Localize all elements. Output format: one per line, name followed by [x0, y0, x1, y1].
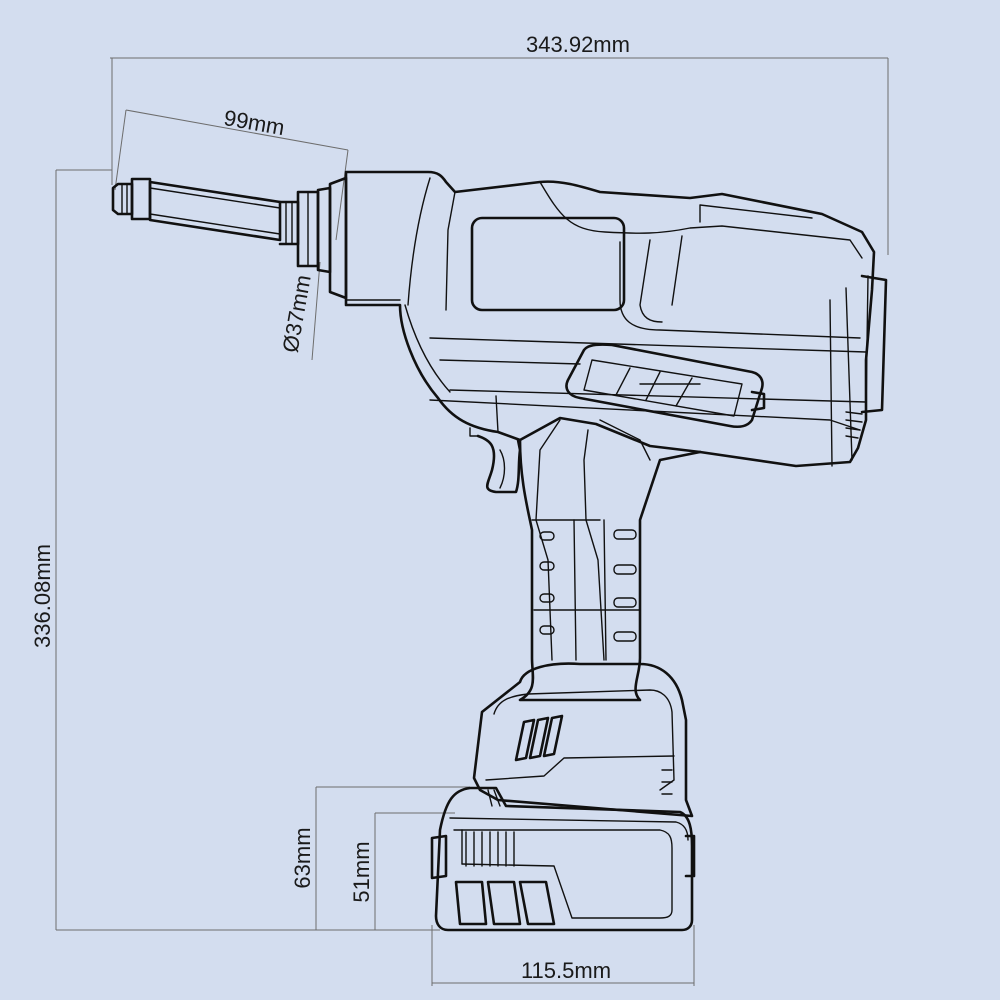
rivet-tool-outline — [111, 170, 888, 932]
dimension-lines — [55, 57, 889, 986]
battery-inner-height-label: 51mm — [349, 841, 374, 902]
nose-tip — [111, 177, 152, 221]
rear-cap — [845, 274, 888, 439]
head-side-window — [470, 216, 626, 312]
nose-length-label: 99mm — [222, 105, 287, 140]
nose-shaft — [148, 180, 300, 246]
battery-upper — [472, 662, 694, 818]
tool-head — [344, 170, 876, 468]
trigger — [476, 434, 522, 494]
grip — [518, 419, 702, 702]
battery-width-label: 115.5mm — [521, 958, 611, 983]
overall-height-label: 336.08mm — [30, 544, 55, 648]
overall-length-label: 343.92mm — [526, 32, 630, 57]
trigger-switch-plate — [565, 343, 766, 429]
nose-diameter-label: Ø37mm — [278, 273, 316, 354]
battery-pack — [430, 786, 696, 932]
battery-outer-height-label: 63mm — [290, 827, 315, 888]
